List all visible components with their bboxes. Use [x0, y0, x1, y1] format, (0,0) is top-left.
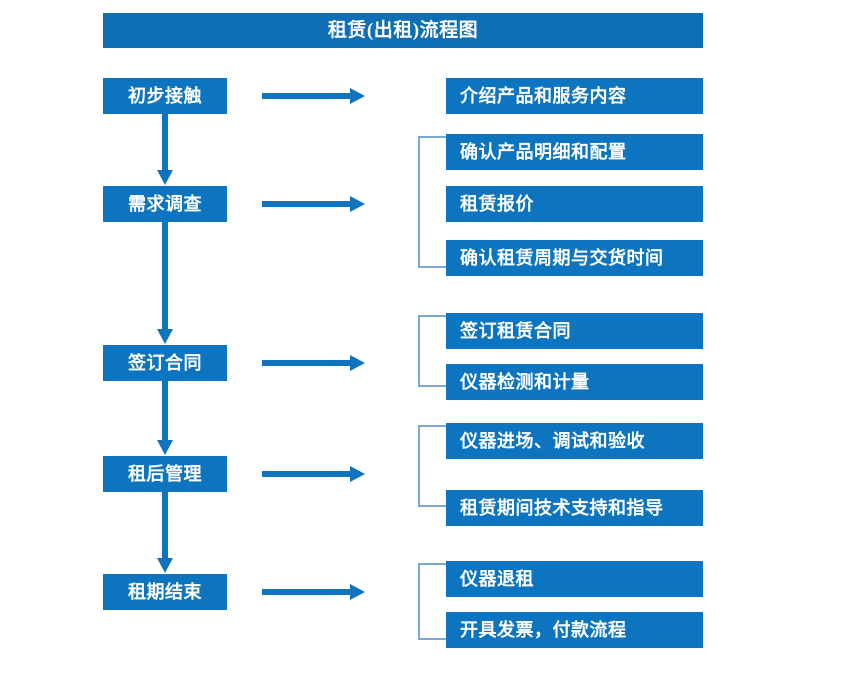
horizontal-arrow-5 [262, 581, 366, 603]
group-bracket-3 [416, 315, 448, 387]
detail-box-4-2[interactable]: 租赁期间技术支持和指导 [446, 490, 703, 526]
detail-box-2-3[interactable]: 确认租赁周期与交货时间 [446, 240, 703, 276]
vertical-arrow-3-to-4 [154, 381, 176, 456]
vertical-arrow-1-to-2 [154, 114, 176, 186]
stage-box-5[interactable]: 租期结束 [103, 574, 227, 610]
detail-box-5-2[interactable]: 开具发票，付款流程 [446, 612, 703, 648]
group-bracket-2 [416, 136, 448, 268]
group-bracket-5 [416, 563, 448, 640]
detail-box-5-1[interactable]: 仪器退租 [446, 561, 703, 597]
vertical-arrow-4-to-5 [154, 492, 176, 574]
stage-box-3[interactable]: 签订合同 [103, 345, 227, 381]
detail-box-3-1[interactable]: 签订租赁合同 [446, 313, 703, 349]
detail-box-4-1[interactable]: 仪器进场、调试和验收 [446, 423, 703, 459]
stage-box-1[interactable]: 初步接触 [103, 78, 227, 114]
detail-box-1-1[interactable]: 介绍产品和服务内容 [446, 78, 703, 114]
group-bracket-4 [416, 425, 448, 507]
detail-box-2-2[interactable]: 租赁报价 [446, 186, 703, 222]
stage-box-2[interactable]: 需求调查 [103, 186, 227, 222]
diagram-title: 租赁(出租)流程图 [103, 13, 703, 48]
vertical-arrow-2-to-3 [154, 222, 176, 345]
horizontal-arrow-1 [262, 85, 366, 107]
horizontal-arrow-4 [262, 463, 366, 485]
horizontal-arrow-2 [262, 193, 366, 215]
detail-box-2-1[interactable]: 确认产品明细和配置 [446, 134, 703, 170]
detail-box-3-2[interactable]: 仪器检测和计量 [446, 364, 703, 400]
stage-box-4[interactable]: 租后管理 [103, 456, 227, 492]
horizontal-arrow-3 [262, 352, 366, 374]
